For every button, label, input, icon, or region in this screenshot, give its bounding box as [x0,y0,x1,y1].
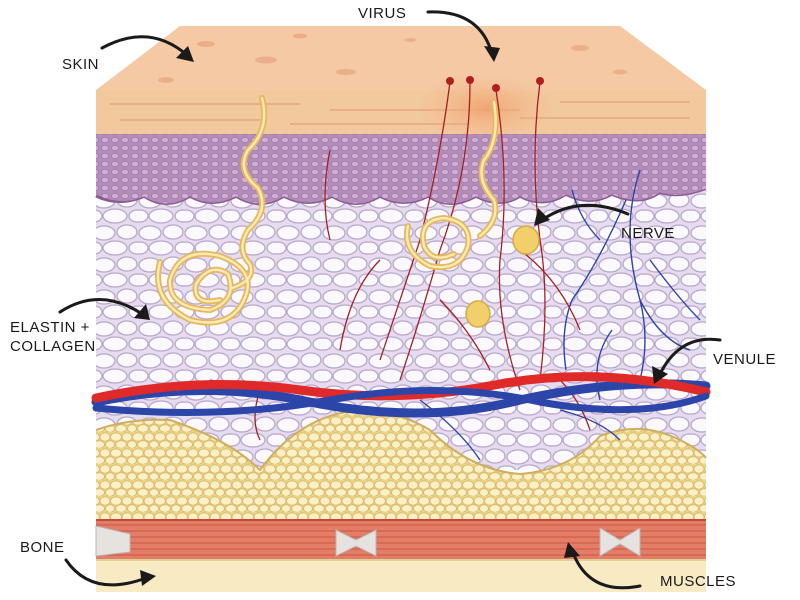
muscles-label: MUSCLES [660,573,737,590]
virus-particles [446,76,544,92]
basal-layer [96,134,706,205]
epidermis-layer [96,90,706,134]
capillaries [254,81,591,441]
nerve-endings [465,225,540,328]
artery-vessel [91,372,711,403]
elastin-collagen-label: ELASTIN + COLLAGEN [10,319,96,355]
nerve-label: NERVE [621,225,675,242]
bone-label: BONE [20,539,65,556]
fat-layer [96,410,706,520]
venule-label: VENULE [713,351,777,368]
skin-label: SKIN [62,56,100,73]
virus-label: VIRUS [358,5,407,22]
venule-vessel [91,379,711,418]
skin-surface [96,26,706,90]
pointer-arrows [58,10,722,590]
